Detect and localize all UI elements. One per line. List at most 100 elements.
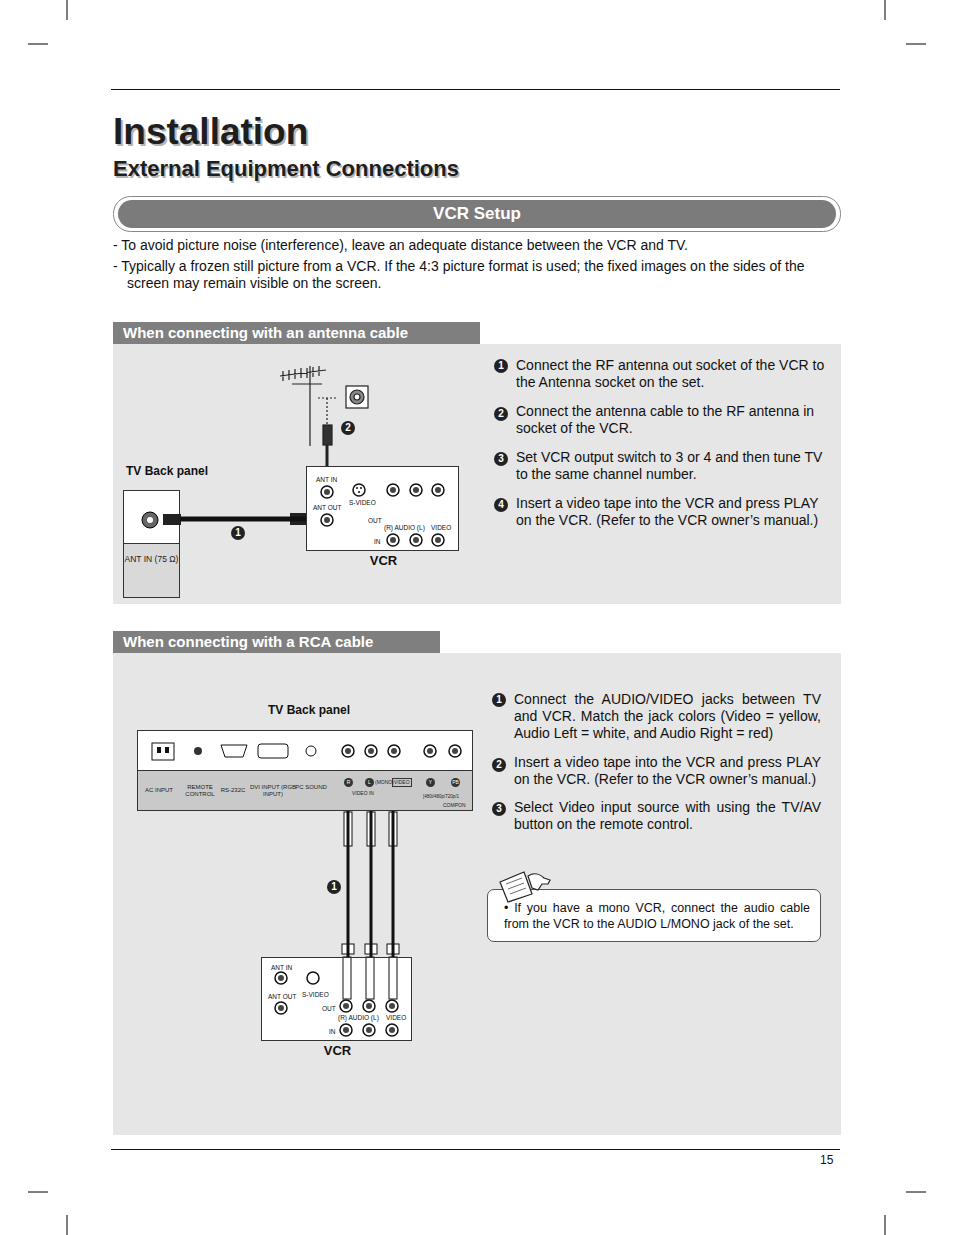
jack-label: VCR xyxy=(262,1043,413,1059)
tv-back-panel-illustration xyxy=(258,744,288,758)
vcr-antenna-illustration xyxy=(410,534,422,546)
step-number: 2 xyxy=(494,407,508,421)
vcr-rca-illustration xyxy=(363,1000,375,1012)
jack-label: COMPON xyxy=(443,802,466,809)
device-box: ANT IN S-VIDEO ANT OUT OUT(R) AUDIO (L) VIDE… xyxy=(261,957,412,1041)
vcr-antenna-illustration xyxy=(358,491,360,493)
callout-number: 1 xyxy=(327,880,341,894)
device-box: VCR Setup xyxy=(118,200,836,228)
tv-back-panel-illustration xyxy=(306,746,316,756)
tv-antenna-jack xyxy=(124,491,307,598)
tv-back-panel-illustration xyxy=(138,731,473,771)
vcr-rca-illustration xyxy=(343,957,351,999)
jack-label: VCR xyxy=(307,553,460,569)
callout-number: 1 xyxy=(231,526,245,540)
tv-antenna-jack xyxy=(163,514,181,525)
vcr-rca-illustration xyxy=(261,957,412,1041)
jack-label: ANT IN xyxy=(271,964,292,972)
vcr-rca-illustration xyxy=(366,957,374,999)
jack-label: VIDEO xyxy=(392,778,412,787)
tv-back-panel-illustration xyxy=(152,743,174,760)
jack-label: OUT xyxy=(368,517,382,525)
note-text: • If you have a mono VCR, connect the au… xyxy=(504,900,810,932)
panel-caption: TV Back panel xyxy=(126,464,208,478)
step-number: 2 xyxy=(492,758,506,772)
cable-connector xyxy=(180,517,306,522)
vcr-rca-illustration xyxy=(389,957,397,999)
tv-back-panel-illustration xyxy=(221,745,247,757)
jack-label: PB xyxy=(451,778,460,787)
step-text: Connect the RF antenna out socket of the… xyxy=(516,357,826,391)
jack-label: R xyxy=(344,778,353,787)
vcr-antenna-illustration xyxy=(432,484,444,496)
panel-ground xyxy=(113,653,841,1135)
callout-number: 2 xyxy=(341,421,355,435)
step-number: 1 xyxy=(494,359,508,373)
section-band xyxy=(114,197,841,232)
cable-connector xyxy=(370,811,373,957)
jack-label: VIDEO xyxy=(431,524,451,532)
jack-label: OUT xyxy=(322,1005,336,1013)
tv-back-panel-illustration xyxy=(342,745,354,757)
antenna-illustration xyxy=(354,394,360,400)
vcr-antenna-illustration xyxy=(432,534,444,546)
vcr-rca-illustration xyxy=(386,1000,398,1012)
jack-label: (R) AUDIO (L) xyxy=(338,1014,379,1022)
vcr-rca-illustration xyxy=(363,1024,375,1036)
intro-bullet: - Typically a frozen still picture from … xyxy=(113,258,842,292)
jack-label: Y xyxy=(426,778,435,787)
device-box: ANT IN (75 Ω) xyxy=(123,490,180,598)
jack-label: S-VIDEO xyxy=(302,991,329,999)
tv-back-panel-illustration xyxy=(449,745,461,757)
jack-label: VIDEO IN xyxy=(352,790,374,797)
antenna-illustration xyxy=(323,425,332,445)
step-text: Connect the antenna cable to the RF ante… xyxy=(516,403,826,437)
antenna-illustration xyxy=(318,398,336,425)
crop-marks xyxy=(28,0,926,1235)
section-band xyxy=(114,197,841,232)
page-number: 15 xyxy=(820,1153,833,1167)
step-text: Insert a video tape into the VCR and pre… xyxy=(516,495,826,529)
jack-label: S-VIDEO xyxy=(349,499,376,507)
tv-antenna-jack xyxy=(147,517,153,523)
tv-back-panel-illustration xyxy=(424,745,436,757)
vcr-antenna-illustration xyxy=(306,466,459,551)
vcr-antenna-illustration xyxy=(410,484,422,496)
tv-back-panel-illustration xyxy=(388,745,400,757)
page-title: Installation xyxy=(113,110,308,154)
jack-label: RS-232C xyxy=(217,787,249,794)
device-box: ANT INS-VIDEOANT OUTOUT(R) AUDIO (L)VIDE… xyxy=(306,466,459,551)
vcr-antenna-illustration xyxy=(360,487,362,489)
vcr-antenna-illustration xyxy=(321,486,333,498)
jack-label: REMOTE CONTROL xyxy=(181,784,219,798)
section-band xyxy=(118,200,836,228)
tv-antenna-jack xyxy=(142,512,158,528)
intro-bullet: - To avoid picture noise (interference),… xyxy=(113,237,842,254)
vcr-rca-illustration xyxy=(275,972,287,984)
vcr-antenna-illustration xyxy=(356,487,358,489)
antenna-illustration xyxy=(309,366,310,446)
step-number: 4 xyxy=(494,498,508,512)
vcr-rca-illustration xyxy=(340,1024,352,1036)
jack-label: ANT IN xyxy=(316,476,337,484)
cable-connector xyxy=(392,811,395,957)
jack-label: ANT OUT xyxy=(268,993,296,1001)
section-panel: When connecting with an antenna cableANT… xyxy=(113,344,841,604)
step-number: 1 xyxy=(492,693,506,707)
cable-connector xyxy=(347,811,350,957)
vcr-rca-illustration xyxy=(386,1024,398,1036)
note-box: • If you have a mono VCR, connect the au… xyxy=(487,889,821,942)
jack-label: DVI INPUT (RGB INPUT) xyxy=(249,784,297,798)
note-icon xyxy=(494,868,554,904)
rules xyxy=(111,89,840,90)
jack-label: (R) AUDIO (L) xyxy=(384,524,425,532)
vcr-rca-illustration xyxy=(261,957,412,1041)
vcr-antenna-illustration xyxy=(387,484,399,496)
vcr-rca-illustration xyxy=(275,1002,287,1014)
step-number: 3 xyxy=(494,452,508,466)
jack-label: VIDEO xyxy=(386,1014,406,1022)
tv-back-panel-illustration xyxy=(138,771,473,811)
rules xyxy=(111,1149,840,1150)
